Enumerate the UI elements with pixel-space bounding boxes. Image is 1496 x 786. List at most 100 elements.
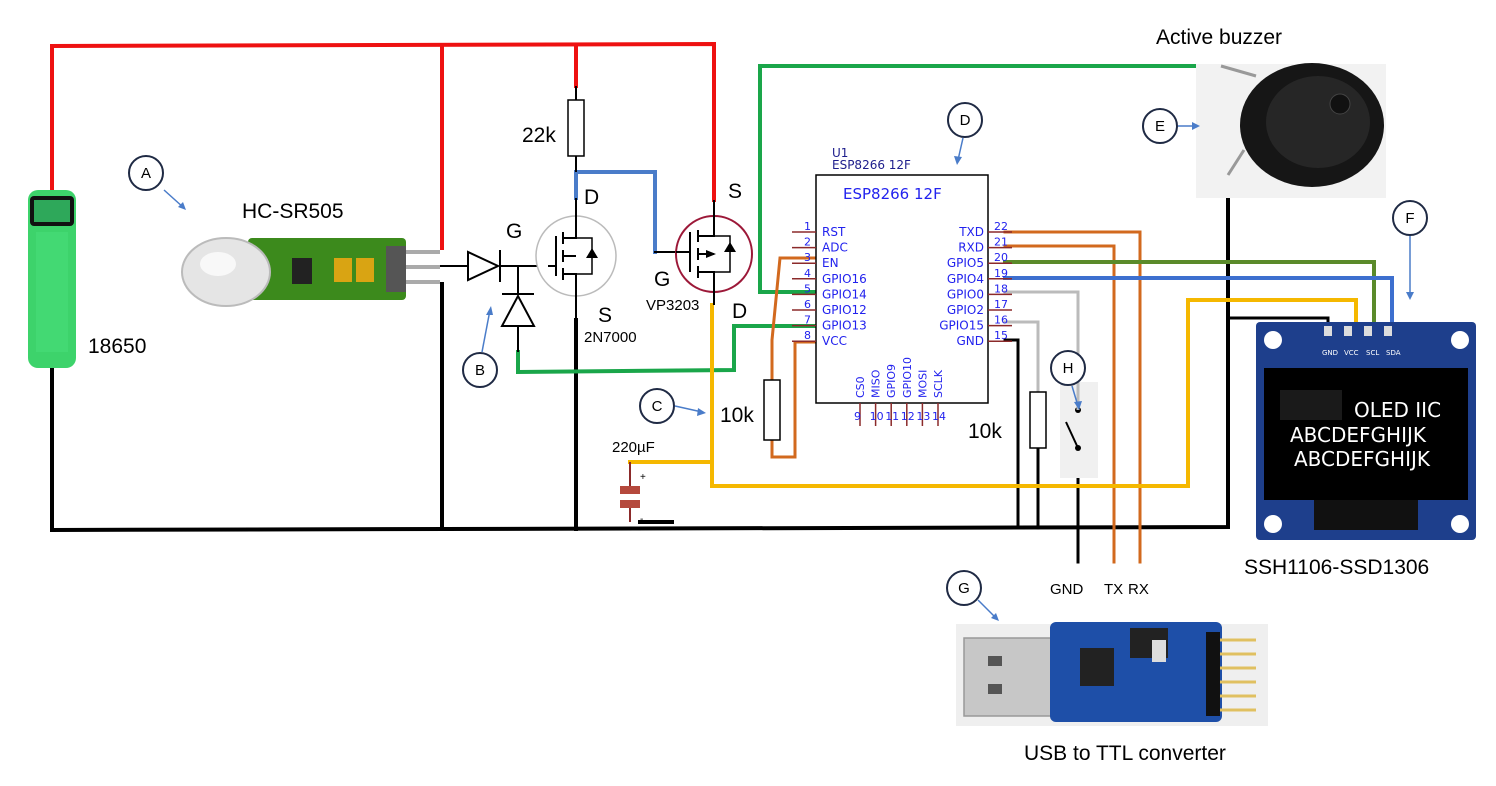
oled-pin-sda: SDA — [1386, 349, 1401, 357]
oled-line-3: ABCDEFGHIJK — [1294, 447, 1431, 471]
wire-vcc-yellow — [710, 298, 1358, 488]
wire-en-10k — [770, 256, 818, 380]
callout-f: F — [1392, 200, 1428, 300]
svg-text:A: A — [141, 165, 151, 182]
wire-diode-gpio13 — [516, 324, 818, 375]
esp-bottom-pin-number: 12 — [901, 410, 915, 423]
resistor-22k-label: 22k — [522, 124, 556, 147]
esp-title: ESP8266 12F — [843, 185, 942, 203]
oled-pin-gnd: GND — [1322, 349, 1338, 357]
esp-ref: U1 — [832, 146, 848, 160]
usb-ttl-converter: USB to TTL converter GND TX RX — [956, 581, 1268, 765]
oled-pin-vcc: VCC — [1344, 349, 1359, 357]
capacitor-label: 220µF — [612, 439, 655, 456]
esp-left-pin-name: VCC — [822, 334, 847, 348]
esp-right-pin-name: GND — [956, 334, 984, 348]
callout-b: B — [462, 306, 498, 388]
esp-ref-value: ESP8266 12F — [832, 158, 911, 172]
wire-gpio4-sda — [1003, 276, 1394, 332]
svg-text:B: B — [475, 362, 485, 379]
esp-right-pin-number: 21 — [994, 236, 1008, 249]
esp-right-pin-name: GPIO5 — [947, 256, 984, 270]
pir-sensor: HC-SR505 — [181, 200, 440, 307]
esp-right-pin-number: 16 — [994, 314, 1008, 327]
usb-tx-label: TX — [1104, 581, 1123, 598]
esp-left-pin-name: GPIO14 — [822, 287, 867, 301]
esp-right-pin-name: GPIO2 — [947, 303, 984, 317]
mosfet-2n7000: G D S 2N7000 — [506, 186, 637, 346]
2n7000-part-label: 2N7000 — [584, 329, 637, 346]
esp-left-pin-number: 2 — [804, 236, 811, 249]
battery-18650: 18650 — [28, 190, 146, 368]
2n7000-source-label: S — [598, 304, 612, 327]
wire-positive-rail — [50, 41, 716, 212]
svg-text:G: G — [958, 580, 970, 597]
usb-gnd-label: GND — [1050, 581, 1084, 598]
esp-bottom-pin-number: 10 — [870, 410, 884, 423]
esp-bottom-pin-number: 14 — [932, 410, 946, 423]
wire-txd — [1003, 230, 1142, 564]
esp-left-pin-number: 8 — [804, 329, 811, 342]
esp-bottom-pin-name: MOSI — [916, 370, 929, 398]
resistor-10k-gpio15-label: 10k — [968, 420, 1002, 443]
esp-bottom-pin-name: MISO — [870, 369, 883, 398]
esp-right-pin-number: 20 — [994, 251, 1008, 264]
esp-right-pin-name: GPIO4 — [947, 272, 984, 286]
callout-g: G — [946, 570, 999, 621]
wires — [50, 41, 1394, 564]
capacitor-plus: + — [640, 472, 646, 483]
esp-left-pin-number: 5 — [804, 282, 811, 295]
callout-a: A — [128, 155, 186, 210]
wire-rxd — [1003, 244, 1116, 564]
resistor-10k-gpio15: 10k — [968, 391, 1047, 449]
esp-left-pin-name: GPIO12 — [822, 303, 867, 317]
esp-left-pin-name: ADC — [822, 241, 848, 255]
esp-left-pin-name: GPIO13 — [822, 319, 867, 333]
oled-display: GND VCC SCL SDA OLED IIC ABCDEFGHIJK ABC… — [1244, 322, 1476, 579]
esp-right-pin-name: RXD — [958, 241, 984, 255]
oled-line-2: ABCDEFGHIJK — [1290, 423, 1427, 447]
callout-d: D — [947, 102, 983, 165]
esp-bottom-pin-number: 11 — [885, 410, 899, 423]
svg-text:E: E — [1155, 118, 1165, 135]
diodes — [467, 250, 536, 352]
esp-right-pin-number: 15 — [994, 329, 1008, 342]
usb-rx-label: RX — [1128, 581, 1149, 598]
2n7000-drain-label: D — [584, 186, 599, 209]
wire-gpio5-scl — [1003, 260, 1376, 332]
vp3203-gate-label: G — [654, 268, 670, 291]
mosfet-vp3203: S G D VP3203 — [646, 180, 753, 323]
resistor-10k-en-label: 10k — [720, 404, 754, 427]
esp-left-pin-number: 1 — [804, 220, 811, 233]
esp-right-pin-name: GPIO0 — [947, 287, 984, 301]
esp-right-pin-number: 18 — [994, 282, 1008, 295]
callout-e: E — [1142, 108, 1200, 144]
diode-bottom — [500, 293, 536, 327]
wire-10k-vcc — [770, 340, 818, 459]
buzzer-label: Active buzzer — [1156, 26, 1282, 49]
diode-top — [467, 250, 501, 282]
battery-label: 18650 — [88, 335, 146, 358]
esp-right-pin-number: 22 — [994, 220, 1008, 233]
2n7000-gate-label: G — [506, 220, 522, 243]
active-buzzer: Active buzzer — [1156, 26, 1386, 198]
resistor-10k-en: 10k — [720, 379, 781, 441]
wire-drain-gate — [574, 170, 657, 254]
esp-left-pin-number: 7 — [804, 314, 811, 327]
wire-gpio15-10k — [1003, 320, 1040, 394]
esp-left-pin-name: EN — [822, 256, 839, 270]
esp-right-pin-number: 17 — [994, 298, 1008, 311]
esp-left-pin-number: 4 — [804, 267, 811, 280]
oled-label: SSH1106-SSD1306 — [1244, 556, 1429, 579]
esp-left-pin-name: RST — [822, 225, 846, 239]
wire-buzzer-gpio14 — [758, 64, 1223, 294]
esp-bottom-pin-name: GPIO9 — [885, 364, 898, 398]
esp-right-pin-number: 19 — [994, 267, 1008, 280]
svg-text:D: D — [960, 112, 971, 129]
esp-right-pin-name: GPIO15 — [939, 319, 984, 333]
svg-text:C: C — [652, 398, 663, 415]
capacitor-minus: - — [640, 514, 643, 525]
